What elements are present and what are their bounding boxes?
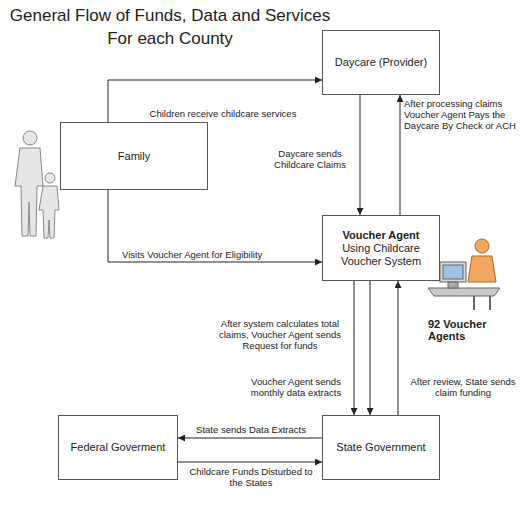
edge-label: Daycare sends Childcare Claims <box>264 148 356 170</box>
flow-arrow <box>398 281 399 415</box>
process-box: Daycare (Provider) <box>322 30 440 95</box>
flow-arrow <box>108 80 322 122</box>
family-illustration <box>15 131 59 238</box>
edge-label: Voucher Agent sends monthly data extract… <box>234 376 358 398</box>
process-box: Family <box>60 122 208 190</box>
edge-label: After system calculates total claims, Vo… <box>206 318 354 351</box>
edge-label: State sends Data Extracts <box>182 424 320 435</box>
edge-label: Children receive childcare services <box>128 108 318 119</box>
box-heading: State Government <box>336 441 425 454</box>
process-box: State Government <box>322 415 440 480</box>
edge-label: Childcare Funds Disturbed to the States <box>182 466 320 488</box>
flow-arrow <box>370 281 371 415</box>
process-box: Federal Goverment <box>58 415 178 480</box>
box-heading: Family <box>118 150 150 163</box>
flow-arrow <box>178 462 322 463</box>
edge-label: After processing claims Voucher Agent Pa… <box>404 98 516 131</box>
flow-arrow <box>400 95 401 215</box>
box-heading: Federal Goverment <box>71 441 166 454</box>
box-body: Using Childcare Voucher System <box>327 242 435 268</box>
box-heading: Voucher Agent <box>342 229 419 242</box>
diagram-title: General Flow of Funds, Data and Services… <box>0 4 340 50</box>
process-box: Voucher AgentUsing Childcare Voucher Sys… <box>322 215 440 281</box>
caption-label: 92 Voucher Agents <box>428 318 524 342</box>
flow-arrow <box>178 438 322 439</box>
box-heading: Daycare (Provider) <box>335 56 427 69</box>
edge-label: Visits Voucher Agent for Eligibility <box>122 249 318 260</box>
flow-arrow <box>360 95 361 215</box>
flow-arrow <box>108 190 322 262</box>
flow-arrow <box>354 281 355 415</box>
edge-label: After review, State sends claim funding <box>404 376 522 398</box>
